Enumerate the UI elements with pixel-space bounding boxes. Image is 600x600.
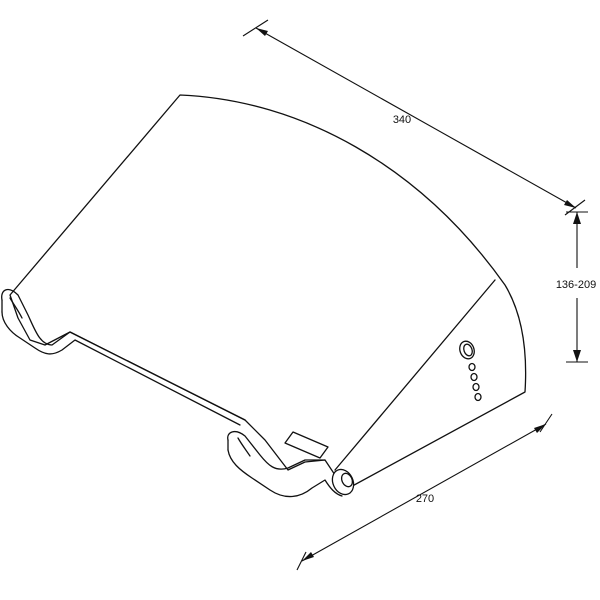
adjustment-holes [459,340,482,402]
hole-4 [474,392,482,402]
right-front-lip [227,430,326,470]
right-lip-hook [227,437,251,457]
arrow-width-end [302,552,314,561]
arrow-height-top [573,212,581,224]
label-plate [284,431,329,459]
arrow-length-end [564,200,576,208]
hinge-cylinder [331,468,355,496]
hole-1 [468,362,476,372]
adjustment-knob [459,340,475,360]
dimension-width: 270 [296,413,553,571]
stand-tray [1,94,527,498]
side-panel-edge [334,279,496,471]
arrow-height-bottom [573,350,581,362]
length-label: 340 [393,114,411,126]
left-front-lip [1,288,246,421]
hole-2 [470,372,478,382]
right-lip-lower [227,449,343,498]
height-label: 136-209 [556,279,596,291]
left-lip-lower [1,311,241,426]
width-label: 270 [416,493,434,505]
tray-surface [9,94,527,491]
dimension-height: 136-209 [556,211,596,363]
arrow-width-start [534,424,546,433]
hole-3 [472,382,480,392]
left-lip-hook [1,297,23,319]
arrow-length-start [256,28,268,36]
